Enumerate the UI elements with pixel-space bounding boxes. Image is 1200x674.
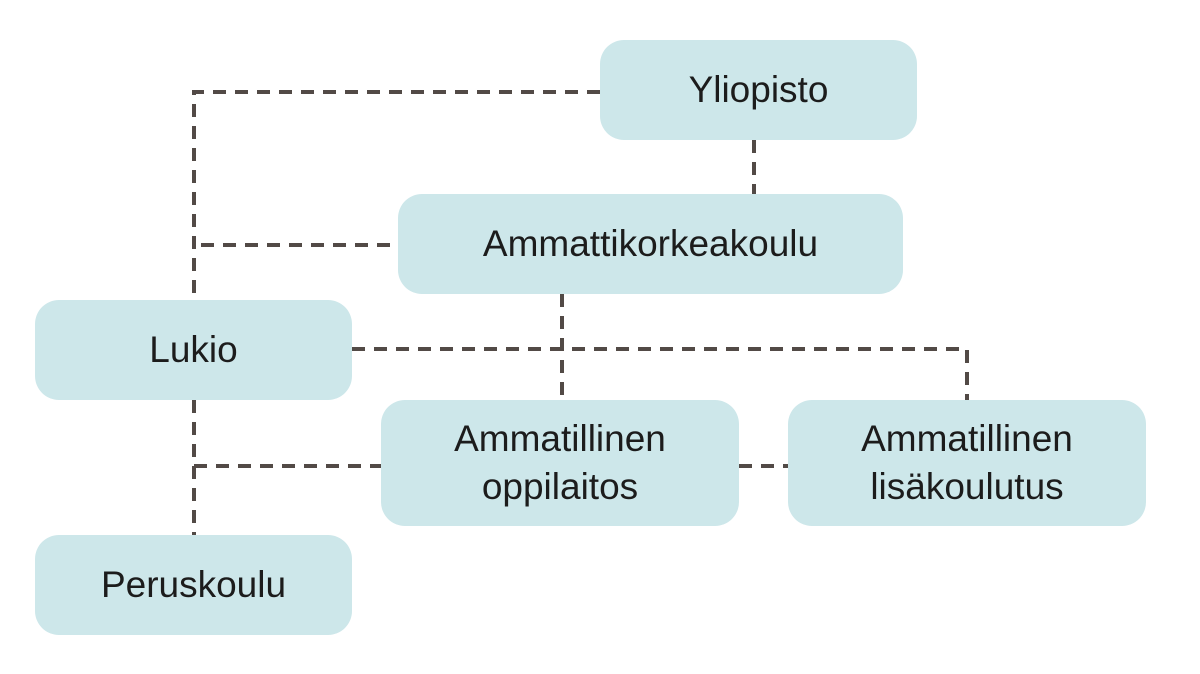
node-yliopisto: Yliopisto: [600, 40, 917, 140]
node-lukio: Lukio: [35, 300, 352, 400]
node-ammattikorkeakoulu: Ammattikorkeakoulu: [398, 194, 903, 294]
node-label-line1: Ammatillinen: [454, 418, 666, 459]
node-ammatillinen-lisakoulutus: Ammatillinen lisäkoulutus: [788, 400, 1146, 526]
node-label-line2: lisäkoulutus: [870, 466, 1064, 507]
node-label: Peruskoulu: [100, 564, 287, 605]
node-label-line1: Ammatillinen: [861, 418, 1073, 459]
node-peruskoulu: Peruskoulu: [35, 535, 352, 635]
node-label: Ammattikorkeakoulu: [482, 223, 819, 264]
connector-lukio-ammlisa: [352, 347, 969, 400]
node-label: Lukio: [149, 329, 238, 370]
node-label: Yliopisto: [688, 69, 829, 110]
connector-yliopisto-lukio: [192, 90, 600, 300]
node-label-line2: oppilaitos: [481, 466, 639, 507]
node-ammatillinen-oppilaitos: Ammatillinen oppilaitos: [381, 400, 739, 526]
